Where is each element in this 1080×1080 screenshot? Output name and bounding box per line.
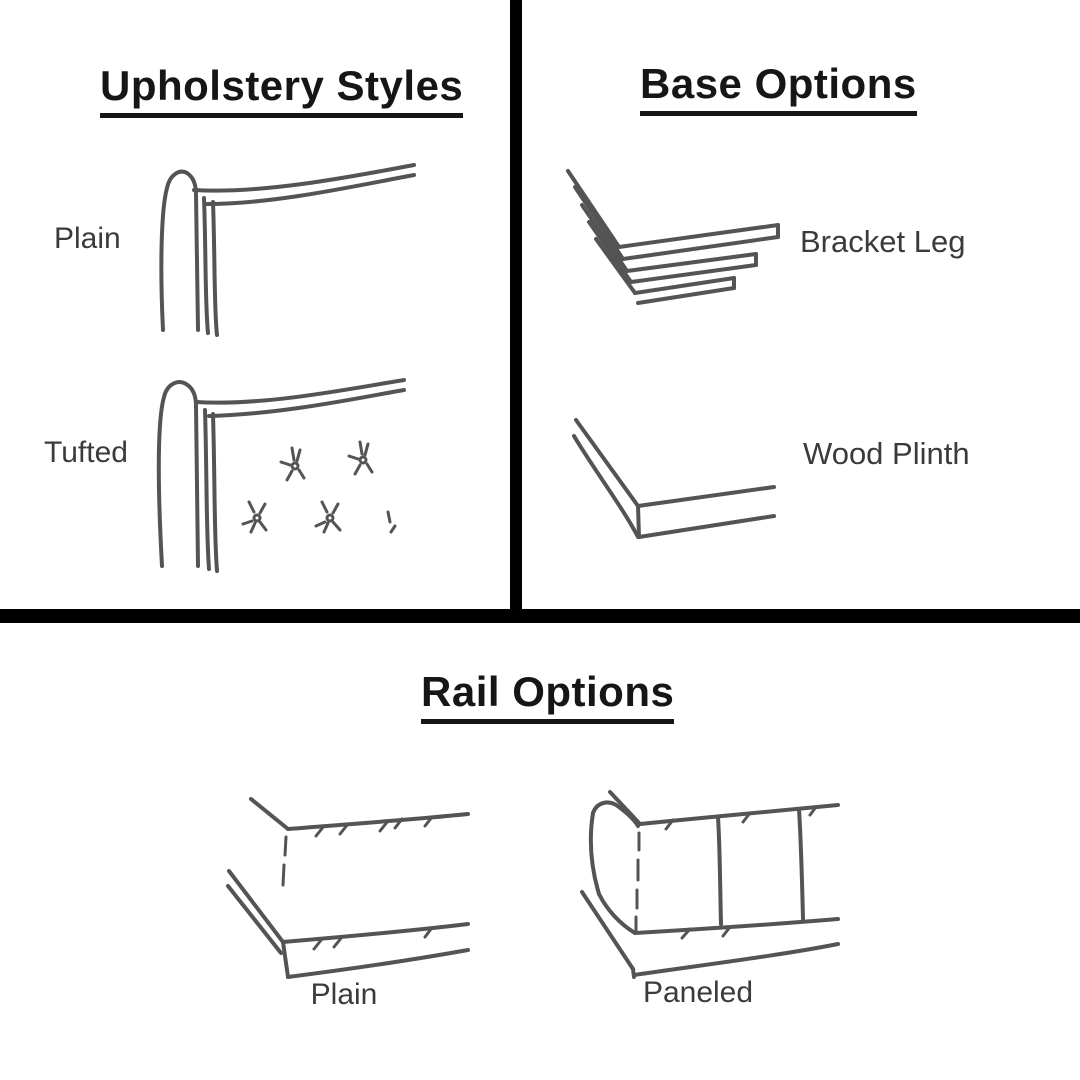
section-title-rail-options-text: Rail Options [421, 668, 675, 724]
horizontal-divider-bar [0, 609, 1080, 623]
section-title-upholstery-styles: Upholstery Styles [100, 62, 464, 118]
section-title-upholstery-styles-text: Upholstery Styles [100, 62, 464, 118]
label-rail-paneled: Paneled [642, 976, 754, 1009]
section-title-rail-options: Rail Options [421, 668, 675, 724]
label-upholstery-tufted: Tufted [44, 436, 128, 469]
tuft-mark [314, 500, 342, 534]
plain-rail-sketch [226, 797, 470, 979]
plain-upholstery-sketch [159, 163, 416, 337]
tuft-mark [279, 446, 306, 482]
tufted-upholstery-sketch [156, 378, 406, 573]
label-rail-plain: Plain [310, 978, 378, 1011]
paneled-rail-sketch [580, 790, 840, 979]
label-upholstery-plain: Plain [54, 222, 121, 255]
vertical-divider-bar [510, 0, 522, 609]
section-title-base-options: Base Options [640, 60, 917, 116]
label-base-wood-plinth: Wood Plinth [803, 436, 970, 471]
label-base-bracket-leg: Bracket Leg [800, 224, 966, 259]
section-title-base-options-text: Base Options [640, 60, 917, 116]
wood-plinth-sketch [572, 418, 776, 539]
tuft-mark [241, 500, 268, 534]
tuft-mark [347, 440, 374, 476]
tuft-mark [386, 510, 397, 534]
bracket-leg-sketch [566, 169, 780, 305]
